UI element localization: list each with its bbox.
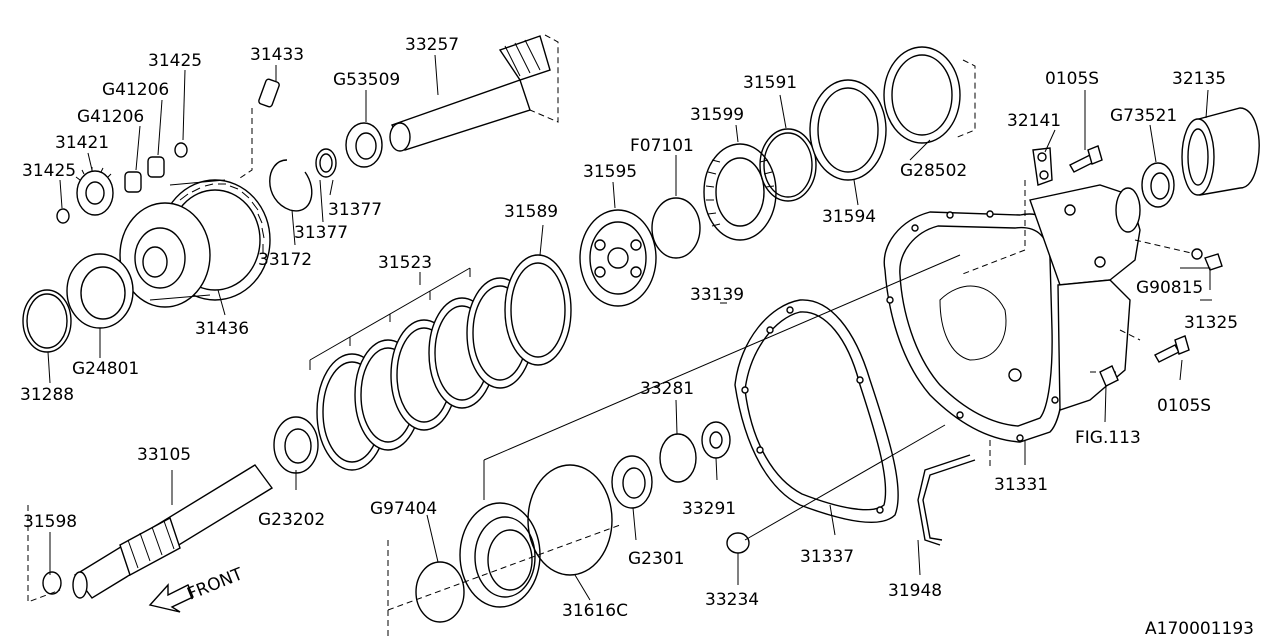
part-label: 33257 [405, 35, 459, 55]
part-label: G28502 [900, 161, 967, 181]
lower-center-parts-drawing [387, 299, 976, 640]
part-label: 33139 [690, 285, 744, 305]
part-label: G90815 [1136, 278, 1203, 298]
part-label: 31948 [888, 581, 942, 601]
part-label: 33105 [137, 445, 191, 465]
part-label: 31591 [743, 73, 797, 93]
part-label: 31598 [23, 512, 77, 532]
part-label: 31377 [294, 223, 348, 243]
part-label: 31377 [328, 200, 382, 220]
part-label: G97404 [370, 499, 437, 519]
part-label: 31337 [800, 547, 854, 567]
part-label: F07101 [630, 136, 694, 156]
part-label: 31433 [250, 45, 304, 65]
front-label: FRONT [184, 564, 246, 605]
part-label: G24801 [72, 359, 139, 379]
part-label: 31331 [994, 475, 1048, 495]
part-label: 32135 [1172, 69, 1226, 89]
part-label: 0105S [1157, 396, 1211, 416]
part-label: 31425 [148, 51, 202, 71]
part-labels: 31433 33257 31425 G41206 G41206 31421 31… [20, 35, 1254, 639]
part-label: 31421 [55, 133, 109, 153]
part-label: 31599 [690, 105, 744, 125]
leader-lines [47, 54, 1212, 601]
reference-code: A170001193 [1145, 619, 1254, 639]
transfer-case-housing-drawing [883, 107, 1260, 470]
part-label: 31616C [562, 601, 628, 621]
part-label: 33234 [705, 590, 759, 610]
part-label: 0105S [1045, 69, 1099, 89]
clutch-pack-drawing [309, 46, 976, 471]
part-label: 31325 [1184, 313, 1238, 333]
part-label: 31595 [583, 162, 637, 182]
part-label: G41206 [77, 107, 144, 127]
part-label: G41206 [102, 80, 169, 100]
part-label: 31288 [20, 385, 74, 405]
part-label: G2301 [628, 549, 684, 569]
part-label: 31436 [195, 319, 249, 339]
part-label: 31523 [378, 253, 432, 273]
part-label: G23202 [258, 510, 325, 530]
carrier-assembly-drawing [22, 34, 559, 353]
part-label: 31594 [822, 207, 876, 227]
part-label: G53509 [333, 70, 400, 90]
output-shaft-drawing [27, 416, 319, 613]
part-label: 31425 [22, 161, 76, 181]
part-label: 31589 [504, 202, 558, 222]
part-label: 32141 [1007, 111, 1061, 131]
part-label: 33281 [640, 379, 694, 399]
part-label: G73521 [1110, 106, 1177, 126]
part-label: FIG.113 [1075, 428, 1141, 448]
part-label: 33291 [682, 499, 736, 519]
part-label: 33172 [258, 250, 312, 270]
